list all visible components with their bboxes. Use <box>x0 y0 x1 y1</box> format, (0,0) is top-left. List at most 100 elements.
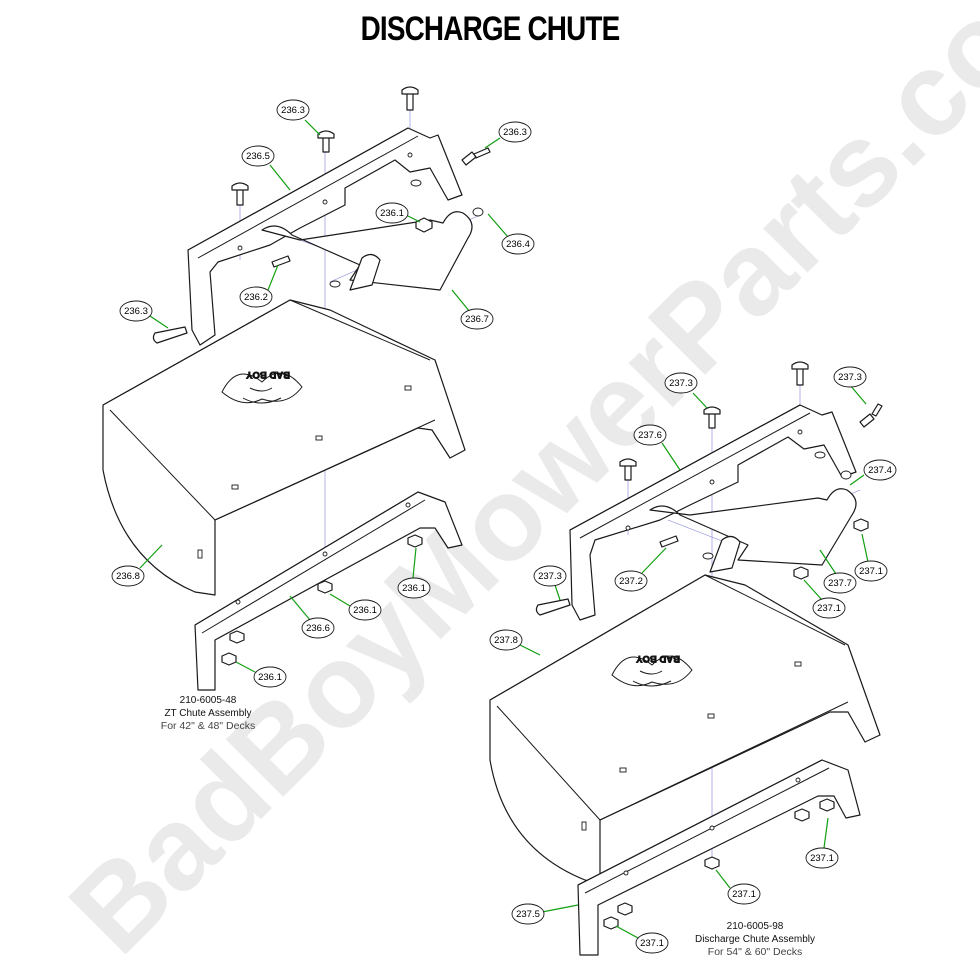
svg-text:236.1: 236.1 <box>380 208 404 219</box>
svg-text:237.4: 237.4 <box>868 465 892 476</box>
brand-logo: BAD BOY <box>221 369 303 404</box>
carriage-bolt <box>703 406 721 429</box>
hex-bolt <box>535 598 571 616</box>
hex-nut <box>819 798 835 812</box>
zt-assembly-caption: 210-6005-48 ZT Chute Assembly For 42" & … <box>138 694 278 733</box>
callout: 236.3 <box>119 300 169 329</box>
callout: 237.1 <box>854 533 888 582</box>
svg-text:237.7: 237.7 <box>828 578 852 589</box>
upper-mount-bracket <box>187 127 463 346</box>
callout: 236.3 <box>276 99 321 136</box>
hex-nut <box>794 808 810 822</box>
carriage-bolt <box>791 361 809 386</box>
chute-body <box>489 574 881 886</box>
svg-text:236.4: 236.4 <box>506 239 530 250</box>
hex-bolt <box>859 403 883 428</box>
hex-nut <box>853 518 869 532</box>
callout: 237.2 <box>614 547 667 592</box>
callout: 236.4 <box>487 213 535 255</box>
svg-text:237.5: 237.5 <box>516 909 540 920</box>
svg-text:237.1: 237.1 <box>817 603 841 614</box>
callout: 236.8 <box>111 544 163 587</box>
callout: 236.5 <box>241 145 291 191</box>
hex-nut <box>317 580 333 594</box>
hex-nut <box>603 916 619 930</box>
svg-text:237.8: 237.8 <box>494 635 518 646</box>
carriage-bolt <box>401 86 419 111</box>
hex-nut <box>221 652 237 666</box>
hinge-bracket <box>649 488 857 566</box>
callout: 236.7 <box>451 289 494 330</box>
carriage-bolt <box>619 458 637 481</box>
discharge-assembly-name: Discharge Chute Assembly <box>694 934 816 945</box>
callout: 236.1 <box>235 661 287 688</box>
zt-part-number: 210-6005-48 <box>179 695 237 706</box>
lower-mount-bracket <box>577 759 861 956</box>
callout: 237.1 <box>615 925 669 954</box>
svg-text:237.3: 237.3 <box>838 372 862 383</box>
callout: 236.1 <box>375 202 421 224</box>
zt-assembly-name: ZT Chute Assembly <box>164 708 252 719</box>
discharge-part-number: 210-6005-98 <box>726 921 784 932</box>
hinge-bracket <box>261 211 473 291</box>
callout: 237.4 <box>849 459 897 486</box>
svg-text:236.8: 236.8 <box>116 571 140 582</box>
hex-bolt <box>461 147 491 166</box>
svg-text:236.3: 236.3 <box>281 105 305 116</box>
svg-text:237.2: 237.2 <box>619 576 643 587</box>
callout: 237.5 <box>511 903 579 925</box>
callout: 236.6 <box>289 595 335 639</box>
svg-text:237.3: 237.3 <box>538 571 562 582</box>
hex-nut <box>229 630 245 644</box>
carriage-bolt <box>317 130 335 153</box>
callout: 237.1 <box>803 579 846 619</box>
svg-text:BAD BOY: BAD BOY <box>246 369 290 380</box>
callout: 236.1 <box>329 593 382 621</box>
zt-chute-assembly: BAD BOY <box>102 86 491 691</box>
hex-bolt <box>152 326 188 344</box>
hex-nut <box>793 566 809 580</box>
svg-text:236.3: 236.3 <box>124 306 148 317</box>
callout: 236.3 <box>484 121 532 149</box>
discharge-assembly-caption: 210-6005-98 Discharge Chute Assembly For… <box>680 920 830 959</box>
callout: 236.2 <box>239 264 279 308</box>
callouts: 236.3 236.3 236.5 236.1 236.4 236.2 <box>111 99 897 954</box>
svg-text:236.2: 236.2 <box>244 292 268 303</box>
hex-nut <box>617 902 633 916</box>
svg-text:237.6: 237.6 <box>638 430 662 441</box>
carriage-bolt <box>231 182 249 206</box>
svg-text:BAD BOY: BAD BOY <box>636 653 680 664</box>
callout: 237.8 <box>489 629 541 656</box>
callout: 236.1 <box>397 547 431 599</box>
svg-text:236.7: 236.7 <box>465 314 489 325</box>
svg-text:236.3: 236.3 <box>503 127 527 138</box>
callout: 237.7 <box>819 549 857 594</box>
svg-text:237.1: 237.1 <box>810 853 834 864</box>
callout: 237.3 <box>664 372 708 409</box>
svg-text:236.6: 236.6 <box>306 623 330 634</box>
svg-text:236.1: 236.1 <box>353 605 377 616</box>
svg-text:237.1: 237.1 <box>640 938 664 949</box>
callout: 237.1 <box>805 817 839 869</box>
svg-text:236.1: 236.1 <box>258 672 282 683</box>
page-title: DISCHARGE CHUTE <box>360 10 621 48</box>
pivot-pin <box>659 535 679 548</box>
callout: 237.3 <box>833 366 867 405</box>
svg-text:237.1: 237.1 <box>859 566 883 577</box>
zt-deck-note: For 42" & 48" Decks <box>160 720 256 732</box>
lower-mount-bracket <box>194 491 463 691</box>
hex-nut <box>704 856 720 870</box>
callout: 237.3 <box>533 565 567 601</box>
chute-body <box>102 299 466 596</box>
callout: 237.1 <box>715 869 761 905</box>
svg-text:236.5: 236.5 <box>246 151 270 162</box>
callout: 237.6 <box>633 424 681 471</box>
discharge-deck-note: For 54" & 60" Decks <box>707 946 803 958</box>
pivot-pin <box>271 255 291 268</box>
discharge-chute-assembly: BAD BOY <box>489 361 883 956</box>
brand-logo: BAD BOY <box>611 653 693 687</box>
svg-text:236.1: 236.1 <box>402 583 426 594</box>
hex-nut <box>407 534 423 548</box>
svg-text:237.1: 237.1 <box>732 889 756 900</box>
